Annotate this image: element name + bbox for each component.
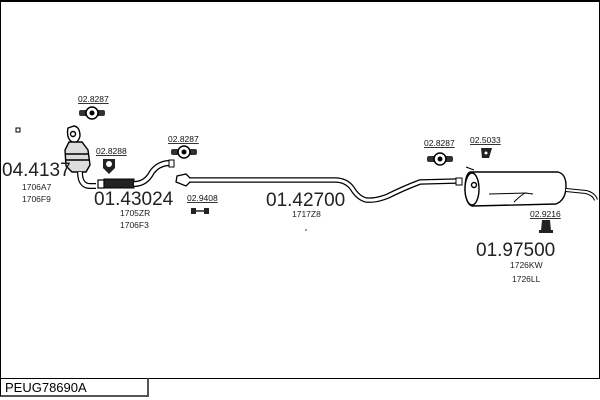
rubber-hanger-icon[interactable] (539, 220, 553, 233)
accessory-label: 02.9216 (530, 209, 561, 219)
part-ref: 1705ZR (120, 208, 150, 218)
accessory-label: 02.9408 (187, 193, 218, 203)
clamp-icon[interactable] (79, 106, 105, 120)
gasket-icon[interactable] (103, 159, 115, 174)
part-number: 01.97500 (476, 240, 555, 261)
rubber-hanger-icon[interactable] (191, 208, 209, 214)
accessory-label: 02.8287 (78, 94, 109, 104)
part-ref: 1726LL (512, 274, 541, 284)
part-number: 01.42700 (266, 190, 345, 211)
rubber-hanger-icon[interactable] (481, 148, 492, 158)
dot-marker (305, 229, 307, 231)
accessory-label: 02.8287 (424, 138, 455, 148)
part-number: 01.43024 (94, 189, 174, 210)
part-ref: 1726KW (510, 260, 543, 270)
part-ref: 1706A7 (22, 182, 52, 192)
front-pipe-part[interactable] (97, 159, 175, 189)
accessory-label: 02.8288 (96, 146, 127, 156)
marker-square (15, 127, 21, 133)
catalyst-part[interactable] (64, 125, 91, 173)
accessory-label: 02.8287 (168, 134, 199, 144)
clamp-icon[interactable] (171, 145, 197, 159)
middle-pipe-part[interactable] (175, 173, 463, 203)
part-ref: 1717Z8 (292, 209, 321, 219)
part-ref: 1706F3 (120, 220, 149, 230)
clamp-icon[interactable] (427, 152, 453, 166)
catalyst-outlet-pipe-inner (78, 171, 96, 188)
part-number: 04.4137 (2, 160, 71, 181)
rear-silencer-part[interactable] (464, 166, 598, 207)
accessory-label: 02.5033 (470, 135, 501, 145)
part-ref: 1706F9 (22, 194, 51, 204)
diagram-code-label: PEUG78690A (0, 378, 149, 397)
